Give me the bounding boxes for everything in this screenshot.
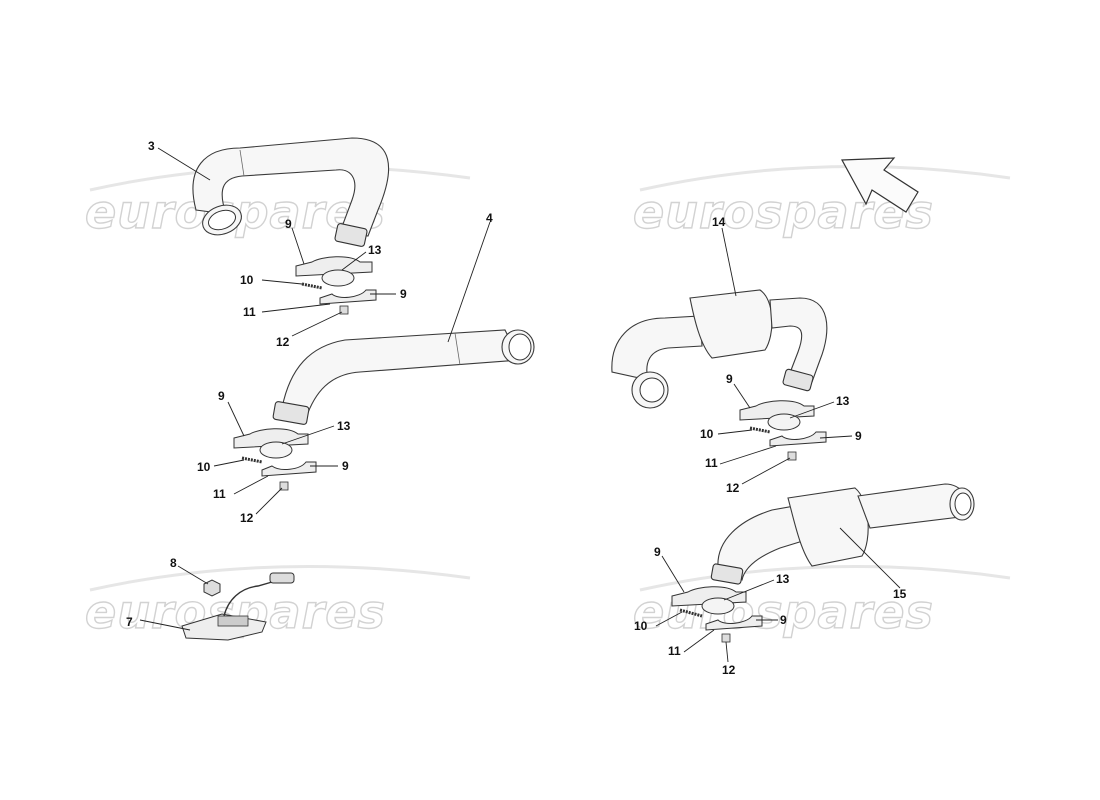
label-part-13: 13 bbox=[368, 243, 382, 257]
label-part-15: 15 bbox=[893, 587, 907, 601]
label-part-12: 12 bbox=[722, 663, 736, 677]
watermark-text: eurospares bbox=[633, 585, 934, 639]
label-part-9: 9 bbox=[726, 372, 733, 386]
label-part-13: 13 bbox=[337, 419, 351, 433]
label-part-9: 9 bbox=[400, 287, 407, 301]
label-part-11: 11 bbox=[668, 644, 681, 658]
label-part-10: 10 bbox=[197, 460, 211, 474]
label-part-13: 13 bbox=[776, 572, 790, 586]
sensor-part-7 bbox=[181, 572, 295, 641]
label-part-9: 9 bbox=[285, 217, 292, 231]
label-part-4: 4 bbox=[486, 211, 493, 225]
clamp-assembly-3 bbox=[739, 400, 827, 461]
label-part-9: 9 bbox=[654, 545, 661, 559]
label-part-7: 7 bbox=[126, 615, 133, 629]
label-part-9: 9 bbox=[780, 613, 787, 627]
clamp-assembly-2 bbox=[233, 428, 317, 491]
label-part-11: 11 bbox=[243, 305, 256, 319]
label-part-3: 3 bbox=[148, 139, 155, 153]
label-part-12: 12 bbox=[726, 481, 740, 495]
leader-lines bbox=[139, 147, 901, 663]
label-part-9: 9 bbox=[342, 459, 349, 473]
pipe-part-3 bbox=[192, 137, 390, 247]
direction-arrow-icon bbox=[841, 157, 919, 213]
label-part-12: 12 bbox=[276, 335, 290, 349]
label-part-9: 9 bbox=[218, 389, 225, 403]
watermark-text: eurospares bbox=[633, 185, 934, 239]
label-part-14: 14 bbox=[712, 215, 726, 229]
clamp-assembly-1 bbox=[295, 256, 377, 315]
callout-labels: 3 4 7 8 14 15 9 13 10 9 11 12 9 13 10 9 … bbox=[126, 139, 907, 677]
label-part-10: 10 bbox=[240, 273, 254, 287]
pipe-part-4 bbox=[272, 329, 535, 425]
catalyst-part-15 bbox=[710, 483, 975, 585]
label-part-12: 12 bbox=[240, 511, 254, 525]
watermark-text: eurospares bbox=[85, 585, 386, 639]
label-part-9: 9 bbox=[855, 429, 862, 443]
watermark-group: eurospares eurospares eurospares eurospa… bbox=[84, 164, 1011, 640]
clamp-assembly-4 bbox=[671, 586, 763, 643]
label-part-11: 11 bbox=[213, 487, 226, 501]
catalyst-part-14 bbox=[611, 289, 828, 409]
label-part-10: 10 bbox=[700, 427, 714, 441]
label-part-10: 10 bbox=[634, 619, 648, 633]
label-part-13: 13 bbox=[836, 394, 850, 408]
nut-part-8 bbox=[203, 579, 221, 597]
label-part-11: 11 bbox=[705, 456, 718, 470]
label-part-8: 8 bbox=[170, 556, 177, 570]
